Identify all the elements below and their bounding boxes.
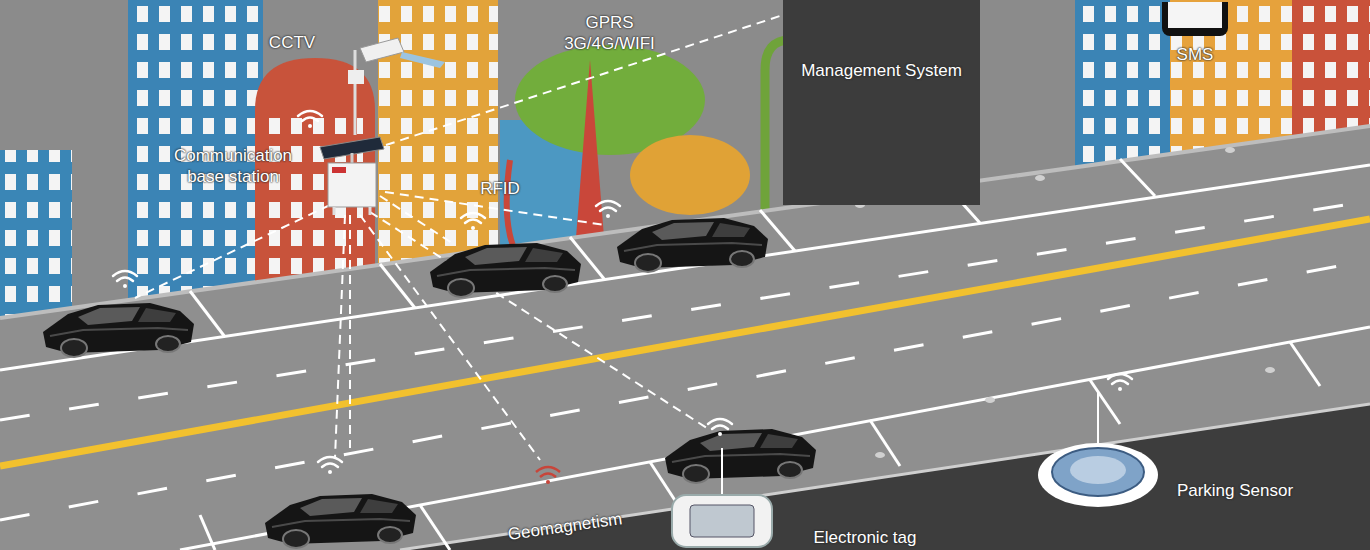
part-label: Parking Sensor — [1155, 480, 1315, 501]
part-label: CCTV — [262, 32, 322, 53]
node-label: Management System — [783, 60, 980, 81]
node-label: Communication base station — [158, 145, 308, 187]
base-station: Communication base station — [318, 135, 386, 215]
link-label: GPRS 3G/4G/WIFI — [555, 12, 665, 54]
phone-screen — [1168, 2, 1222, 28]
base-station-symbol — [318, 135, 386, 215]
phone: SMS — [1162, 2, 1228, 36]
node-label: SMS — [1152, 44, 1238, 65]
part-label: RFID — [470, 178, 530, 199]
part-label: Electronic tag — [795, 527, 935, 548]
management-building: Management System — [783, 0, 980, 205]
